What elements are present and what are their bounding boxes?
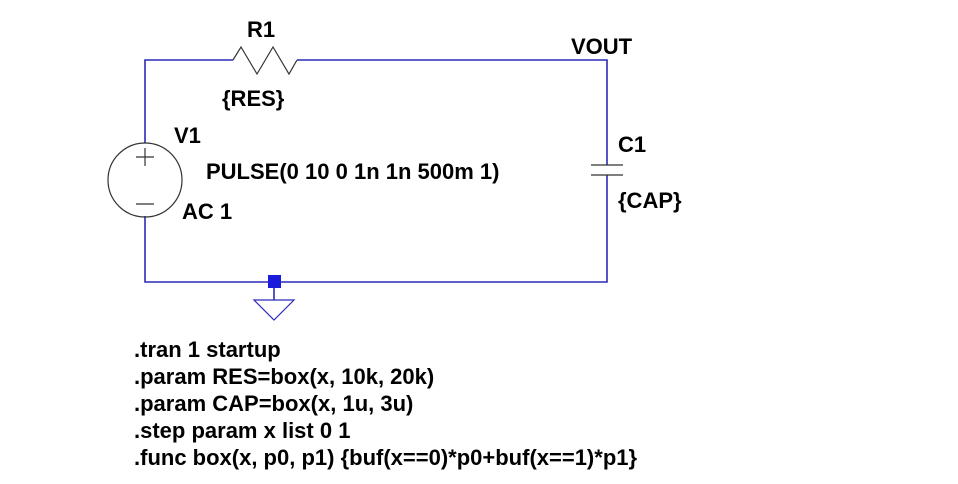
capacitor-c1[interactable]	[591, 164, 623, 176]
source-name-label: V1	[174, 123, 201, 148]
capacitor-name-label: C1	[618, 132, 646, 157]
wire-top-right[interactable]	[297, 59, 608, 165]
ground-symbol[interactable]	[252, 275, 296, 321]
spice-directives[interactable]: .tran 1 startup .param RES=box(x, 10k, 2…	[134, 337, 637, 470]
wire-bottom-left[interactable]	[144, 216, 274, 283]
ground-triangle	[252, 299, 296, 321]
directive-line: .param CAP=box(x, 1u, 3u)	[134, 391, 413, 416]
capacitor-value-label: {CAP}	[618, 188, 682, 213]
ground-junction-marker[interactable]	[268, 275, 281, 288]
source-value-label: PULSE(0 10 0 1n 1n 500m 1)	[206, 159, 499, 184]
wire-top-left[interactable]	[144, 59, 233, 143]
directive-line: .param RES=box(x, 10k, 20k)	[134, 364, 434, 389]
resistor-name-label: R1	[247, 17, 275, 42]
net-label-vout: VOUT	[571, 34, 633, 59]
directive-line: .tran 1 startup	[134, 337, 281, 362]
wire-bottom-right[interactable]	[274, 175, 608, 283]
voltage-source-circle	[107, 142, 183, 218]
resistor-r1[interactable]	[232, 45, 298, 76]
source-ac-label: AC 1	[182, 199, 232, 224]
directive-line: .step param x list 0 1	[134, 418, 350, 443]
wires	[144, 59, 608, 300]
resistor-value-label: {RES}	[222, 86, 285, 111]
voltage-source-v1[interactable]	[107, 142, 183, 218]
directive-line: .func box(x, p0, p1) {buf(x==0)*p0+buf(x…	[134, 445, 637, 470]
